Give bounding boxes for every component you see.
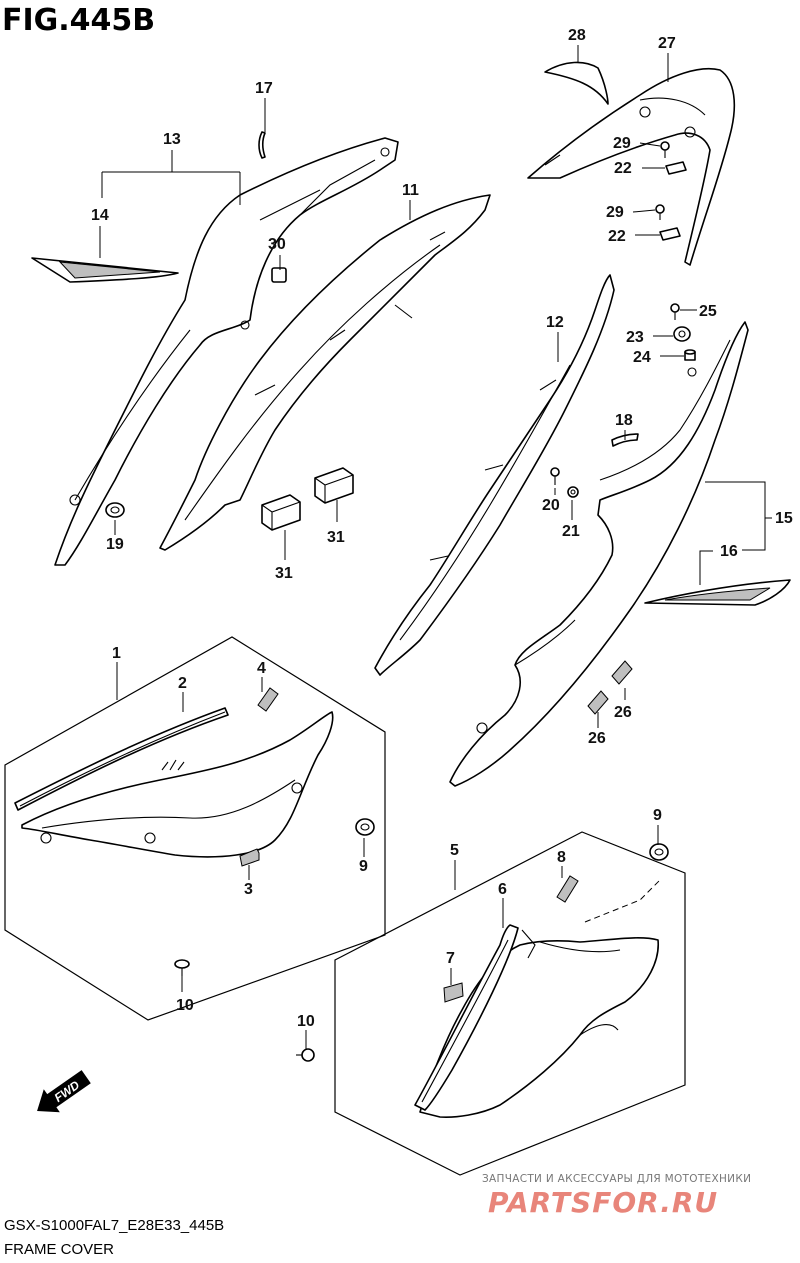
forward-arrow-icon: FWD [37, 1070, 91, 1113]
pad-31b[interactable] [314, 467, 354, 504]
assembly-box-right [334, 831, 686, 1176]
callout-22a[interactable]: 22 [614, 160, 632, 177]
callout-17[interactable]: 17 [255, 80, 273, 97]
callout-26a[interactable]: 26 [614, 704, 632, 721]
callout-6[interactable]: 6 [498, 881, 507, 898]
callout-15[interactable]: 15 [775, 510, 793, 527]
decal-26b[interactable] [587, 690, 609, 715]
fastener-10b[interactable] [296, 1048, 315, 1062]
callout-10a[interactable]: 10 [176, 997, 194, 1014]
decal-7[interactable] [443, 982, 464, 1003]
callout-9b[interactable]: 9 [653, 807, 662, 824]
callout-11[interactable]: 11 [402, 182, 419, 199]
callout-4[interactable]: 4 [257, 660, 266, 677]
watermark-tagline: ЗАПЧАСТИ И АКСЕССУАРЫ ДЛЯ МОТОТЕХНИКИ [482, 1173, 751, 1185]
clip-30[interactable] [271, 267, 287, 283]
nut-22b[interactable] [659, 227, 681, 241]
nut-22a[interactable] [665, 161, 687, 175]
callout-2[interactable]: 2 [178, 675, 187, 692]
decal-4[interactable] [257, 687, 279, 712]
callout-26b[interactable]: 26 [588, 730, 606, 747]
callout-8[interactable]: 8 [557, 849, 566, 866]
figure-name: FRAME COVER [4, 1241, 114, 1258]
grommet-19[interactable] [105, 502, 125, 518]
washer-23[interactable] [673, 326, 691, 342]
figure-title: FIG.445B [2, 3, 155, 38]
callout-14[interactable]: 14 [91, 207, 109, 224]
callout-19[interactable]: 19 [106, 536, 124, 553]
trim-decal-16[interactable] [644, 579, 791, 606]
rear-side-cover-right[interactable] [449, 321, 749, 787]
callout-31a[interactable]: 31 [275, 565, 293, 582]
tail-cowl-27[interactable] [527, 67, 736, 266]
callout-10b[interactable]: 10 [297, 1013, 315, 1030]
callout-22b[interactable]: 22 [608, 228, 626, 245]
callout-30[interactable]: 30 [268, 236, 286, 253]
seal-28[interactable] [544, 61, 609, 105]
callout-9a[interactable]: 9 [359, 858, 368, 875]
grommet-9b[interactable] [649, 843, 669, 861]
dash-line [584, 879, 661, 923]
screw-29b[interactable] [655, 204, 665, 220]
decal-3[interactable] [239, 848, 260, 867]
trim-strip-2[interactable] [14, 707, 229, 811]
leader-lines [99, 45, 772, 1050]
frame-cover-1[interactable] [21, 711, 334, 858]
callout-12[interactable]: 12 [546, 314, 564, 331]
callout-16[interactable]: 16 [720, 543, 738, 560]
callout-27[interactable]: 27 [658, 35, 676, 52]
decal-26a[interactable] [611, 660, 633, 685]
watermark-brand: PARTSFOR.RU [488, 1186, 718, 1219]
screw-29a[interactable] [660, 141, 670, 158]
trim-strip-6[interactable] [414, 924, 519, 1111]
callout-24[interactable]: 24 [633, 349, 651, 366]
callout-23[interactable]: 23 [626, 329, 644, 346]
screw-25[interactable] [670, 303, 680, 320]
figure-code: GSX-S1000FAL7_E28E33_445B [4, 1217, 224, 1234]
callout-3[interactable]: 3 [244, 881, 253, 898]
frame-cover-5[interactable] [419, 929, 659, 1118]
callout-18[interactable]: 18 [615, 412, 633, 429]
callout-29b[interactable]: 29 [606, 204, 624, 221]
assembly-box-left [4, 636, 386, 1021]
inner-panel-11[interactable] [159, 194, 491, 551]
callout-29a[interactable]: 29 [613, 135, 631, 152]
strip-17[interactable] [258, 131, 266, 159]
collar-24[interactable] [684, 349, 696, 361]
inner-panel-12[interactable] [374, 274, 615, 676]
fastener-10a[interactable] [174, 959, 190, 976]
callout-7[interactable]: 7 [446, 950, 455, 967]
callout-21[interactable]: 21 [562, 523, 580, 540]
callout-13[interactable]: 13 [163, 131, 181, 148]
part-callouts: 13 14 17 30 11 19 31 31 28 27 29 22 29 2… [91, 27, 793, 1030]
bolt-20[interactable] [550, 467, 560, 485]
callout-31b[interactable]: 31 [327, 529, 345, 546]
callout-28[interactable]: 28 [568, 27, 586, 44]
decal-8[interactable] [556, 875, 579, 903]
collar-21[interactable] [567, 486, 579, 498]
callout-5[interactable]: 5 [450, 842, 459, 859]
callout-20[interactable]: 20 [542, 497, 560, 514]
callout-25[interactable]: 25 [699, 303, 717, 320]
rear-side-cover-left[interactable] [54, 137, 399, 566]
trim-decal-14[interactable] [31, 257, 179, 283]
callout-1[interactable]: 1 [112, 645, 121, 662]
grommet-9a[interactable] [355, 818, 375, 836]
pad-31a[interactable] [261, 494, 301, 531]
